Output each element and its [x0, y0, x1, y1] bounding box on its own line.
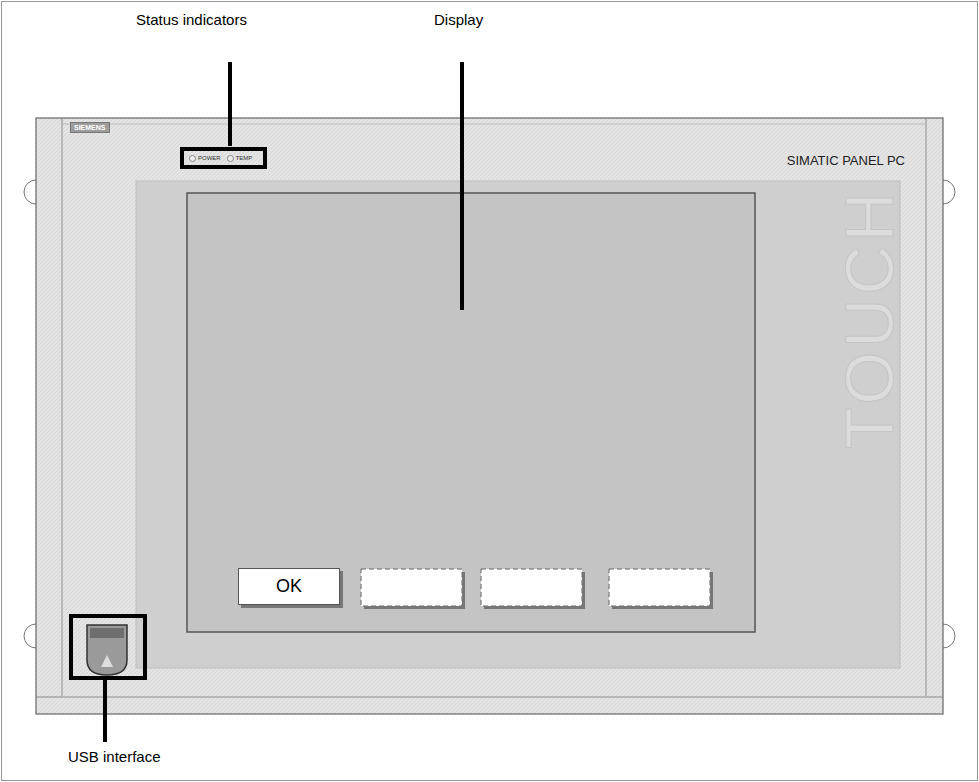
softkey-shadows	[364, 572, 713, 609]
status-indicator-box: POWER TEMP	[180, 147, 267, 169]
usb-port	[87, 625, 127, 675]
node-text: SIEMENS	[74, 124, 106, 131]
empty-softkeys	[361, 569, 710, 606]
callout-label: Status indicators	[136, 11, 247, 28]
node-text: OK	[276, 576, 302, 597]
watermark: TOUCH	[830, 188, 908, 449]
callout-label: USB interface	[68, 748, 161, 765]
ok-button: OK	[238, 568, 340, 605]
screen-surround	[136, 181, 900, 668]
display	[187, 193, 755, 632]
housing	[36, 118, 943, 714]
indicator-label: POWER	[189, 155, 221, 162]
leader-lines	[105, 62, 462, 742]
callout-label: Display	[434, 11, 483, 28]
product-name: SIMATIC PANEL PC	[787, 153, 905, 168]
usb-callout-box	[71, 616, 145, 678]
indicator-label: TEMP	[227, 155, 253, 162]
brand-badge: SIEMENS	[70, 122, 110, 133]
